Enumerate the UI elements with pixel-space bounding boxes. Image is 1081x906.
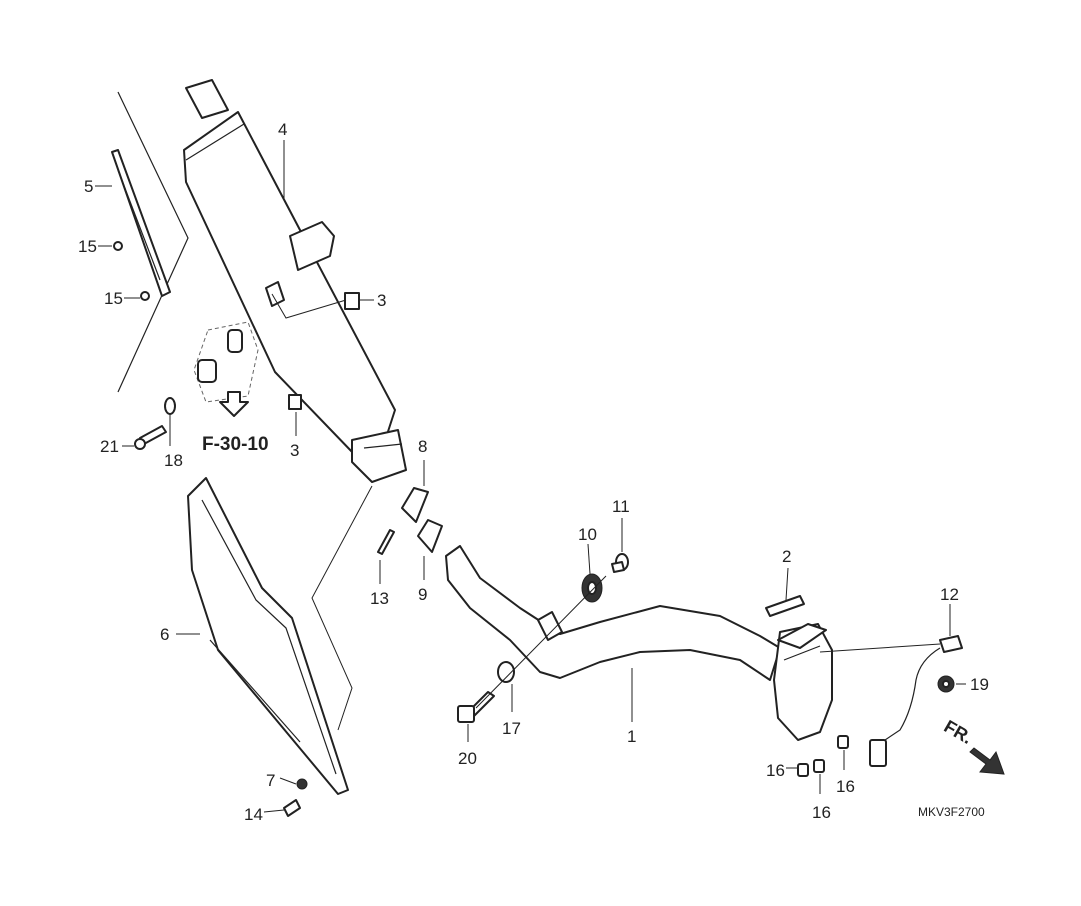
callout-5: 5 [84, 177, 93, 196]
callout-15-lower: 15 [104, 289, 123, 308]
callout-21: 21 [100, 437, 119, 456]
part-19-nut [937, 675, 955, 693]
callout-17: 17 [502, 719, 521, 738]
callout-18: 18 [164, 451, 183, 470]
part-2-gasket [765, 595, 805, 617]
callout-20: 20 [458, 749, 477, 768]
down-arrow-icon [219, 391, 249, 417]
part-21-bolt [134, 425, 167, 450]
part-14-screw [283, 799, 301, 817]
callout-1: 1 [627, 727, 636, 746]
part-7-grommet [296, 778, 308, 790]
section-outline [117, 91, 189, 393]
callout-11: 11 [612, 497, 630, 516]
diagram-code: MKV3F2700 [918, 805, 985, 819]
callout-16-c: 16 [836, 777, 855, 796]
part-11-collar [611, 553, 629, 573]
callout-7: 7 [266, 771, 275, 790]
callout-10: 10 [578, 525, 597, 544]
part-3-damper-upper [344, 292, 360, 310]
part-5-guard-strip [111, 149, 171, 297]
callout-3-lower: 3 [290, 441, 299, 460]
callout-9: 9 [418, 585, 427, 604]
part-12-sensor [869, 635, 963, 767]
part-20-bolt [457, 691, 495, 723]
callout-6: 6 [160, 625, 169, 644]
part-13-bolt [377, 529, 395, 555]
part-9-gasket [417, 519, 443, 553]
front-indicator-label: FR. [941, 716, 976, 748]
part-15-screw-lower [140, 291, 150, 301]
part-15-screw-upper [113, 241, 123, 251]
part-4-muffler [183, 79, 407, 483]
callout-19: 19 [970, 675, 989, 694]
callout-12: 12 [940, 585, 959, 604]
callout-16-a: 16 [766, 761, 785, 780]
part-16-nut-b [813, 759, 825, 773]
callout-2: 2 [782, 547, 791, 566]
part-17-washer [497, 661, 515, 683]
callout-13: 13 [370, 589, 389, 608]
leader-lines [95, 140, 966, 813]
callout-8: 8 [418, 437, 427, 456]
callout-15-upper: 15 [78, 237, 97, 256]
part-1-exhaust-pipe [445, 545, 833, 741]
front-arrow-icon [969, 747, 1005, 775]
part-8-gasket [401, 487, 429, 523]
mount-collar-group [193, 321, 259, 403]
callout-4: 4 [278, 120, 287, 139]
callout-14: 14 [244, 805, 263, 824]
part-18-washer [164, 397, 176, 415]
part-3-damper-lower [288, 394, 302, 410]
callout-16-b: 16 [812, 803, 831, 822]
part-16-nut-c [837, 735, 849, 749]
part-6-heat-shield [187, 477, 373, 795]
callout-3-upper: 3 [377, 291, 386, 310]
part-16-nut-a [797, 763, 809, 777]
reference-label: F-30-10 [202, 434, 269, 455]
